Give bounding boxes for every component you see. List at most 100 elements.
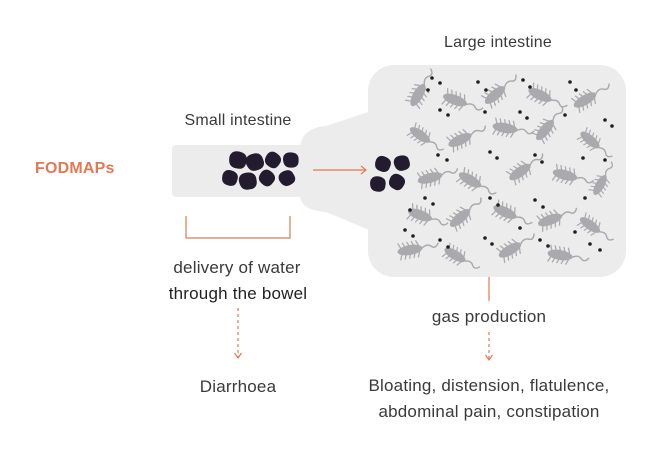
gas-dot — [528, 85, 532, 89]
symptoms-label-line1: Bloating, distension, flatulence, — [368, 376, 610, 395]
gas-production-label: gas production — [431, 307, 547, 326]
water-label-line1: delivery of water — [173, 258, 301, 277]
gas-dot — [540, 160, 544, 164]
fodmap-particle-icon — [393, 155, 410, 171]
gas-dot — [438, 108, 442, 112]
bacterium-icon — [492, 117, 535, 138]
bacterium-icon — [531, 106, 564, 145]
gas-dot — [408, 208, 412, 212]
bacterium-icon — [480, 74, 517, 109]
gas-dot — [403, 228, 407, 232]
bacterium-icon — [406, 203, 449, 226]
gas-dot — [541, 205, 545, 209]
gas-dot — [583, 196, 587, 200]
bacterium-icon — [416, 167, 459, 190]
gas-dot — [603, 118, 607, 122]
gas-dot — [426, 88, 430, 92]
intestine-neck — [300, 110, 374, 232]
fodmap-particles-large — [370, 155, 410, 192]
symptoms-label-line2: abdominal pain, constipation — [378, 402, 600, 421]
large-intestine-chamber — [368, 65, 626, 277]
gas-dot — [610, 124, 614, 128]
gas-dot — [423, 196, 427, 200]
gas-dot — [411, 234, 415, 238]
intestine-shape — [172, 65, 626, 277]
water-bracket — [185, 216, 291, 239]
bacterium-icon — [551, 163, 595, 186]
arrow-icon — [313, 165, 367, 175]
gas-dot — [488, 196, 492, 200]
bacterium-icon — [588, 161, 613, 198]
fodmap-particle-icon — [258, 169, 276, 187]
gas-dot — [538, 238, 542, 242]
bacterium-icon — [406, 122, 444, 151]
gas-dot — [574, 88, 578, 92]
gas-dot — [495, 156, 499, 160]
gas-dot — [568, 80, 572, 84]
small-intestine-label: Small intestine — [184, 112, 292, 129]
gas-dot — [490, 242, 494, 246]
fodmap-particle-icon — [370, 176, 386, 192]
bacterium-icon — [446, 125, 487, 153]
bacterium-icon — [526, 82, 568, 108]
fodmap-particle-icon — [264, 151, 282, 169]
bacterium-icon — [576, 126, 613, 158]
bacterium-icon — [547, 244, 590, 265]
bacterium-icon — [404, 68, 433, 110]
gas-dot — [431, 202, 435, 206]
gas-dot — [496, 203, 500, 207]
diarrhoea-arrow-icon — [234, 308, 242, 360]
gas-dot — [438, 238, 442, 242]
bacterium-icon — [495, 233, 535, 264]
gas-dot — [573, 230, 577, 234]
gas-dot — [525, 116, 529, 120]
fodmap-particle-icon — [238, 172, 257, 190]
gas-dot — [436, 153, 440, 157]
gas-dot — [445, 158, 449, 162]
gas-dot — [533, 198, 537, 202]
fodmap-particles-small — [222, 151, 299, 190]
gas-dot — [430, 76, 434, 80]
fodmap-particle-icon — [222, 170, 238, 186]
gas-dot — [546, 244, 550, 248]
gas-dot — [533, 153, 537, 157]
bacterium-icon — [455, 166, 497, 195]
fodmap-particle-icon — [278, 170, 296, 187]
bacterium-icon — [505, 153, 544, 186]
small-intestine-tube — [172, 145, 342, 197]
gas-dot — [446, 245, 450, 249]
bacterium-icon — [576, 212, 614, 241]
bacteria-group — [397, 68, 614, 269]
gas-dot — [446, 113, 450, 117]
gas-dot — [484, 88, 488, 92]
symptoms-arrow-icon — [485, 332, 493, 362]
diarrhoea-label: Diarrhoea — [199, 377, 277, 396]
bacterium-icon — [441, 88, 484, 111]
gas-dot — [476, 80, 480, 84]
fodmap-particle-icon — [375, 155, 391, 173]
gas-dot — [518, 110, 522, 114]
gas-dots — [403, 76, 614, 252]
gas-dot — [438, 81, 442, 85]
gas-dot — [483, 236, 487, 240]
gas-dot — [603, 158, 607, 162]
bacterium-icon — [491, 199, 533, 225]
fodmap-particle-icon — [229, 151, 247, 169]
bacterium-icon — [536, 207, 578, 232]
gas-dot — [521, 78, 525, 82]
gas-dot — [588, 242, 592, 246]
fodmaps-label: FODMAPs — [35, 160, 115, 177]
water-label-line2: through the bowel — [168, 284, 308, 303]
fodmap-particle-icon — [388, 173, 406, 191]
gas-dot — [563, 113, 567, 117]
gas-dot — [598, 248, 602, 252]
fodmap-particle-icon — [245, 153, 265, 171]
fodmap-particle-icon — [283, 152, 299, 168]
gas-dot — [581, 156, 585, 160]
bacterium-icon — [397, 240, 439, 261]
gas-dot — [518, 226, 522, 230]
bacterium-icon — [570, 83, 610, 114]
gas-dot — [488, 150, 492, 154]
gas-dot — [483, 110, 487, 114]
